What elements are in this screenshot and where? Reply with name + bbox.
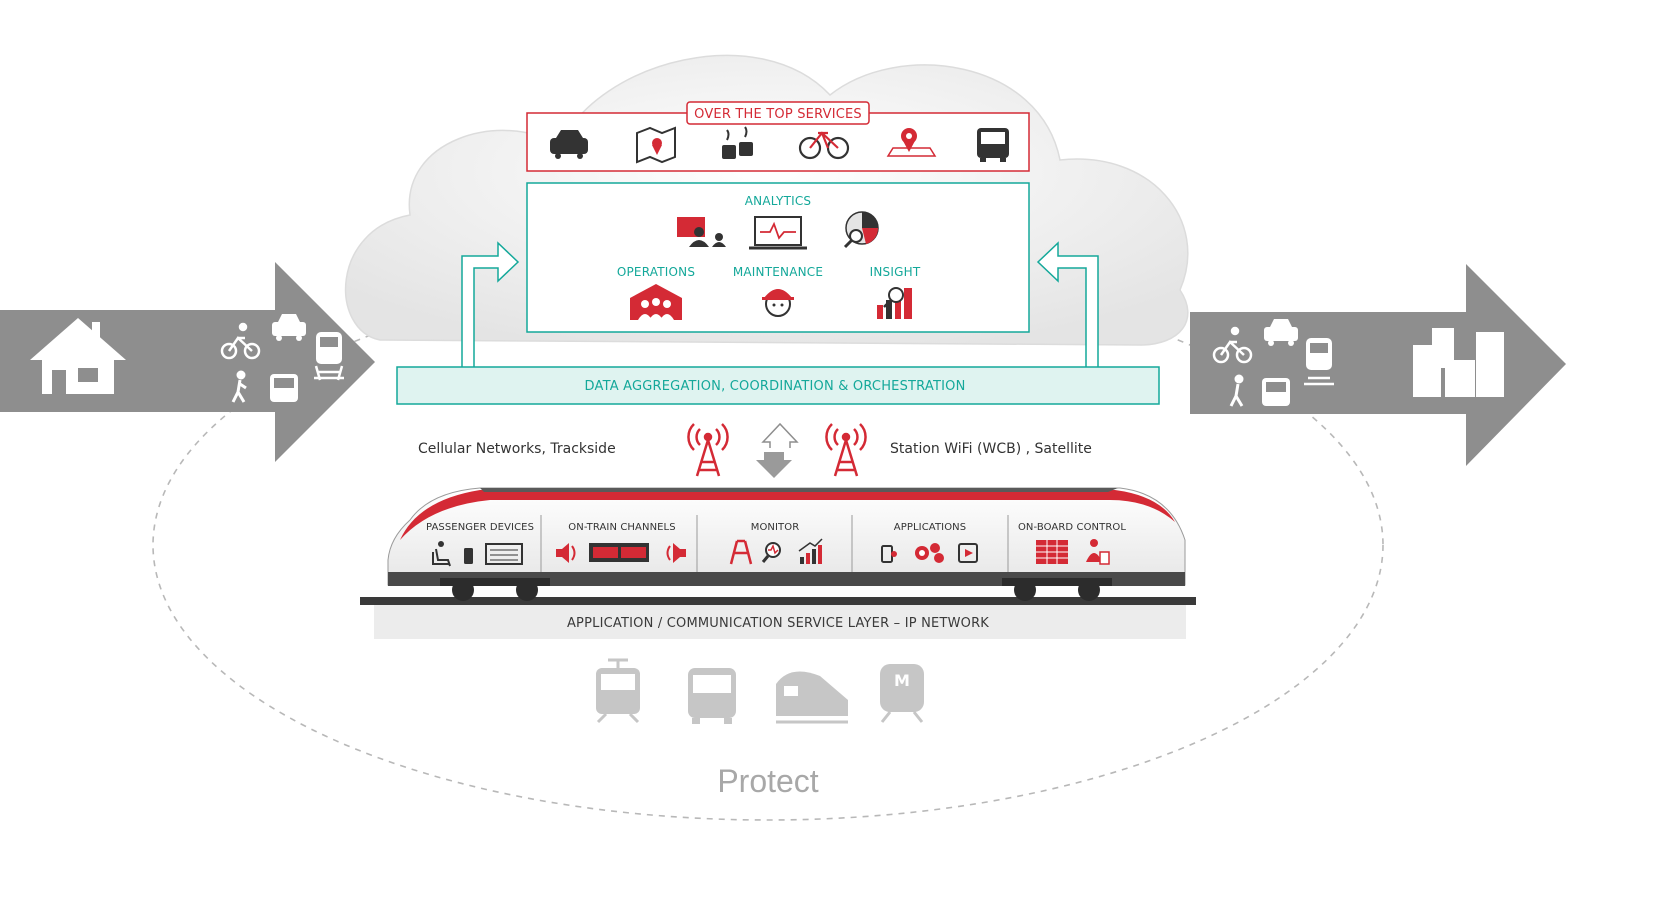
- antenna-left-icon: [687, 423, 729, 477]
- bus-icon: [977, 128, 1009, 162]
- growth-chart-icon: [798, 538, 823, 564]
- pedestrian-right-icon: [1229, 374, 1244, 407]
- up-down-arrows-icon: [756, 422, 799, 478]
- network-left-label: Cellular Networks, Trackside: [418, 441, 616, 457]
- tram-icon: [596, 658, 640, 724]
- train-front-icon: [314, 332, 344, 381]
- house-icon: [30, 318, 126, 394]
- cyclist-right-icon: [1212, 326, 1253, 364]
- train-dividers: [540, 515, 1009, 572]
- coffee-icon: [722, 126, 753, 159]
- pedestrian-icon: [231, 370, 247, 403]
- operations-center-icon: [630, 284, 682, 320]
- metro-icon: M: [880, 664, 924, 723]
- device-gear-icon: [881, 545, 897, 563]
- bus-right-icon: [1262, 378, 1290, 406]
- search-pulse-icon: [761, 542, 781, 563]
- insight-label: INSIGHT: [870, 265, 921, 279]
- insight-chart-icon: [877, 287, 912, 319]
- operator-icon: [1086, 539, 1110, 565]
- presenter-icon: [677, 217, 726, 247]
- monitor-pulse-icon: [749, 216, 807, 250]
- left-arrow: [0, 262, 375, 462]
- ott-title: OVER THE TOP SERVICES: [694, 107, 862, 122]
- operations-label: OPERATIONS: [617, 265, 695, 279]
- city-buildings-icon: [1413, 328, 1504, 397]
- cyclist-icon: [220, 322, 261, 360]
- segment-on-board-control: ON-BOARD CONTROL: [1018, 522, 1126, 533]
- train: [360, 487, 1196, 639]
- pie-search-icon: [843, 211, 879, 249]
- bus-gray-icon: [688, 668, 736, 724]
- seated-passenger-icon: [432, 541, 451, 567]
- analytics-box: ANALYTICS OPERATIONS MAINTENANCE INSIGHT: [526, 182, 1030, 333]
- aggregation-label: DATA AGGREGATION, COORDINATION & ORCHEST…: [585, 379, 966, 394]
- protect-label: Protect: [717, 763, 818, 799]
- segment-monitor: MONITOR: [751, 522, 800, 533]
- phone-icon: [464, 548, 473, 564]
- tablet-play-icon: [958, 543, 978, 563]
- maintenance-label: MAINTENANCE: [733, 265, 823, 279]
- highspeed-train-icon: [776, 671, 848, 724]
- map-pin-icon: [636, 126, 676, 164]
- segment-on-train-channels: ON-TRAIN CHANNELS: [568, 522, 675, 533]
- hardhat-worker-icon: [762, 289, 794, 317]
- aggregation-bar: DATA AGGREGATION, COORDINATION & ORCHEST…: [396, 366, 1160, 405]
- location-marker-icon: [886, 128, 937, 157]
- speaker-left-icon: [556, 543, 576, 563]
- train-wheels: [440, 578, 1112, 601]
- analytics-title: ANALYTICS: [745, 194, 811, 208]
- segment-passenger-devices: PASSENGER DEVICES: [426, 522, 534, 533]
- bus-left-icon: [270, 374, 298, 402]
- segment-applications: APPLICATIONS: [894, 522, 966, 533]
- server-rack-icon: [1036, 540, 1068, 564]
- antenna-right-icon: [825, 423, 867, 477]
- speaker-right-icon: [666, 543, 686, 563]
- ott-box: OVER THE TOP SERVICES: [526, 101, 1030, 172]
- svg-text:M: M: [894, 671, 910, 690]
- train-front-right-icon: [1304, 338, 1334, 386]
- taxi-icon: [272, 314, 306, 341]
- signal-tower-icon: [729, 539, 753, 565]
- laptop-icon: [485, 543, 523, 565]
- taxi-right-icon: [1264, 319, 1298, 346]
- bicycle-icon: [798, 131, 850, 160]
- gears-icon: [915, 543, 944, 563]
- feedback-arrow-left: [461, 241, 520, 369]
- service-layer-label: APPLICATION / COMMUNICATION SERVICE LAYE…: [567, 616, 989, 631]
- car-icon: [550, 130, 588, 159]
- network-right-label: Station WiFi (WCB) , Satellite: [890, 441, 1092, 457]
- display-screen-icon: [589, 543, 649, 562]
- feedback-arrow-right: [1036, 241, 1099, 369]
- right-arrow: [1190, 264, 1566, 466]
